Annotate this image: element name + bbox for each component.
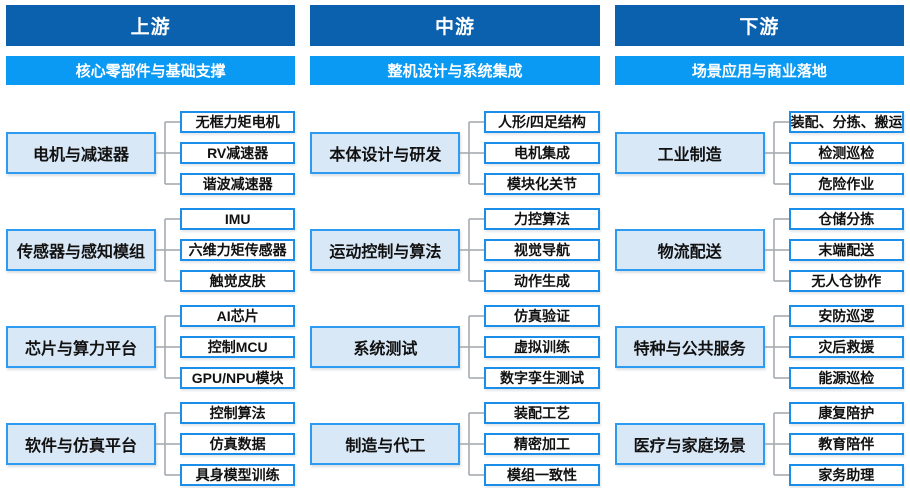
item-box: 仿真验证: [484, 305, 600, 327]
bracket-connector: [156, 412, 180, 476]
item-box: 装配工艺: [484, 402, 600, 424]
item-box: 六维力矩传感器: [180, 239, 296, 261]
category-box: 制造与代工: [310, 423, 461, 465]
item-box: 末端配送: [788, 239, 904, 261]
item-box: 电机集成: [484, 142, 600, 164]
bracket-connector: [764, 218, 789, 282]
group-list: 工业制造装配、分拣、搬运检测巡检危险作业物流配送仓储分拣末端配送无人仓协作特种与…: [614, 111, 904, 486]
item-box: 虚拟训练: [484, 336, 600, 358]
item-box: 人形/四足结构: [484, 111, 600, 133]
group-row: 本体设计与研发人形/四足结构电机集成模块化关节: [310, 111, 600, 195]
category-box: 医疗与家庭场景: [614, 423, 765, 465]
item-box: 模组一致性: [484, 464, 600, 486]
group-row: 制造与代工装配工艺精密加工模组一致性: [310, 402, 600, 486]
item-box: 动作生成: [484, 270, 600, 292]
item-list: 康复陪护教育陪伴家务助理: [788, 402, 904, 486]
group-row: 物流配送仓储分拣末端配送无人仓协作: [614, 208, 904, 292]
item-list: 无框力矩电机 RV减速器谐波减速器: [180, 111, 296, 195]
category-box: 软件与仿真平台: [6, 423, 156, 465]
item-list: 控制算法仿真数据具身模型训练: [180, 402, 296, 486]
column-2: 下游场景应用与商业落地工业制造装配、分拣、搬运检测巡检危险作业物流配送仓储分拣末…: [614, 5, 904, 488]
item-box: 数字孪生测试: [484, 367, 600, 389]
column-header: 下游: [614, 5, 904, 46]
category-box: 传感器与感知模组: [6, 229, 156, 271]
group-row: 特种与公共服务安防巡逻灾后救援能源巡检: [614, 305, 904, 389]
item-list: 仿真验证虚拟训练数字孪生测试: [484, 305, 600, 389]
bracket-connector: [764, 315, 789, 379]
item-box: 谐波减速器: [180, 173, 296, 195]
group-row: 传感器与感知模组 IMU 六维力矩传感器触觉皮肤: [6, 208, 296, 292]
item-box: 视觉导航: [484, 239, 600, 261]
group-row: 运动控制与算法力控算法视觉导航动作生成: [310, 208, 600, 292]
bracket-connector: [764, 412, 789, 476]
item-list: 人形/四足结构电机集成模块化关节: [484, 111, 600, 195]
item-list: AI芯片控制MCU GPU/NPU模块: [180, 305, 296, 389]
item-box: 能源巡检: [788, 367, 904, 389]
column-1: 中游整机设计与系统集成本体设计与研发人形/四足结构电机集成模块化关节运动控制与算…: [310, 5, 600, 488]
item-list: 装配、分拣、搬运检测巡检危险作业: [788, 111, 904, 195]
item-list: 装配工艺精密加工模组一致性: [484, 402, 600, 486]
group-row: 系统测试仿真验证虚拟训练数字孪生测试: [310, 305, 600, 389]
item-box: 具身模型训练: [180, 464, 296, 486]
item-box: 危险作业: [788, 173, 904, 195]
item-box: IMU: [180, 208, 296, 230]
bracket-connector: [156, 121, 180, 185]
category-box: 物流配送: [614, 229, 765, 271]
group-list: 本体设计与研发人形/四足结构电机集成模块化关节运动控制与算法力控算法视觉导航动作…: [310, 111, 600, 486]
item-list: 力控算法视觉导航动作生成: [484, 208, 600, 292]
item-box: 无人仓协作: [788, 270, 904, 292]
group-row: 电机与减速器 无框力矩电机 RV减速器谐波减速器: [6, 111, 296, 195]
bracket-connector: [460, 121, 485, 185]
group-list: 电机与减速器 无框力矩电机 RV减速器谐波减速器传感器与感知模组 IMU 六维力矩传感器…: [6, 111, 296, 486]
item-box: 无框力矩电机: [180, 111, 296, 133]
bracket-connector: [764, 121, 789, 185]
bracket-connector: [460, 315, 485, 379]
bracket-connector: [460, 412, 485, 476]
column-subheader: 整机设计与系统集成: [310, 56, 600, 85]
category-box: 工业制造: [614, 132, 765, 174]
item-box: 仿真数据: [180, 433, 296, 455]
item-box: 教育陪伴: [788, 433, 904, 455]
item-list: 仓储分拣末端配送无人仓协作: [788, 208, 904, 292]
group-row: 医疗与家庭场景康复陪护教育陪伴家务助理: [614, 402, 904, 486]
category-box: 芯片与算力平台: [6, 326, 156, 368]
column-header: 中游: [310, 5, 600, 46]
group-row: 芯片与算力平台 AI芯片控制MCU GPU/NPU模块: [6, 305, 296, 389]
item-box: 力控算法: [484, 208, 600, 230]
item-box: RV减速器: [180, 142, 296, 164]
bracket-connector: [156, 315, 180, 379]
item-box: 检测巡检: [788, 142, 904, 164]
item-box: 康复陪护: [788, 402, 904, 424]
group-row: 工业制造装配、分拣、搬运检测巡检危险作业: [614, 111, 904, 195]
item-box: GPU/NPU模块: [180, 367, 296, 389]
item-list: IMU 六维力矩传感器触觉皮肤: [180, 208, 296, 292]
column-header: 上游: [6, 5, 296, 46]
column-subheader: 场景应用与商业落地: [614, 56, 904, 85]
item-box: 仓储分拣: [788, 208, 904, 230]
category-box: 系统测试: [310, 326, 461, 368]
item-box: 装配、分拣、搬运: [788, 111, 904, 133]
category-box: 本体设计与研发: [310, 132, 461, 174]
column-subheader: 核心零部件与基础支撑: [6, 56, 296, 85]
item-box: 模块化关节: [484, 173, 600, 195]
category-box: 特种与公共服务: [614, 326, 765, 368]
column-0: 上游核心零部件与基础支撑电机与减速器 无框力矩电机 RV减速器谐波减速器传感器与感知…: [6, 5, 296, 488]
item-box: 灾后救援: [788, 336, 904, 358]
item-box: AI芯片: [180, 305, 296, 327]
bracket-connector: [156, 218, 180, 282]
item-box: 控制MCU: [180, 336, 296, 358]
item-box: 控制算法: [180, 402, 296, 424]
category-box: 运动控制与算法: [310, 229, 461, 271]
bracket-connector: [460, 218, 485, 282]
group-row: 软件与仿真平台控制算法仿真数据具身模型训练: [6, 402, 296, 486]
item-box: 家务助理: [788, 464, 904, 486]
item-box: 触觉皮肤: [180, 270, 296, 292]
item-box: 安防巡逻: [788, 305, 904, 327]
item-list: 安防巡逻灾后救援能源巡检: [788, 305, 904, 389]
category-box: 电机与减速器: [6, 132, 156, 174]
item-box: 精密加工: [484, 433, 600, 455]
